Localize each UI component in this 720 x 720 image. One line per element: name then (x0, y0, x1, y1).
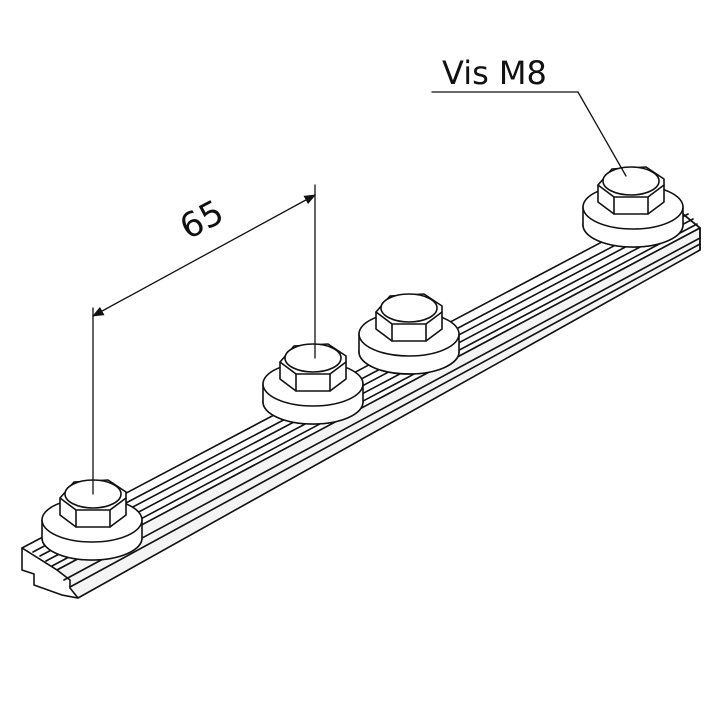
rail-groove-line (39, 213, 689, 557)
bolt-3 (358, 293, 460, 375)
dimension-65 (91, 184, 317, 495)
bolt-4 (582, 166, 684, 248)
hex-head-4-crown (602, 166, 660, 196)
callout-vis-m8 (431, 91, 627, 177)
rail-end-profile (21, 547, 79, 599)
dimension-label: 65 (173, 192, 230, 248)
callout-leader (577, 91, 627, 177)
rail-groove-line (45, 218, 694, 562)
bolt-1 (41, 479, 143, 561)
rail-front-groove (69, 243, 701, 588)
bolt-2 (262, 343, 364, 425)
rail-groove-line (51, 223, 698, 567)
dimension-line (91, 194, 317, 317)
rail-front-groove (63, 237, 701, 581)
callout-label: Vis M8 (442, 54, 547, 92)
hex-head-2-crown (284, 343, 342, 373)
hex-head-3-crown (380, 293, 438, 323)
